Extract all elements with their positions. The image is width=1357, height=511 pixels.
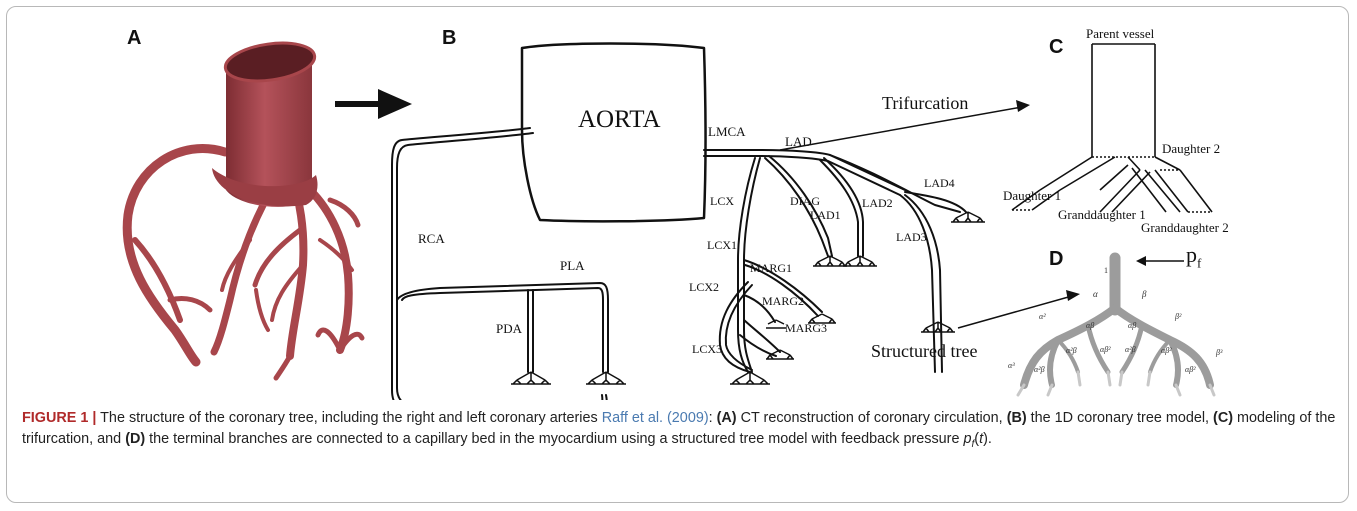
- caption-figure-label: FIGURE 1 |: [22, 410, 97, 426]
- caption-t-open: (: [974, 431, 980, 447]
- lcx1-label: LCX1: [707, 238, 737, 252]
- alpha-beta2-inner-right-label: αβ²: [1161, 346, 1172, 355]
- granddaughter-1-label: Granddaughter 1: [1058, 207, 1146, 222]
- marg1-label: MARG1: [750, 261, 793, 275]
- caption-t: t: [979, 431, 984, 447]
- caption-d: (D): [125, 431, 146, 447]
- pda-label: PDA: [496, 321, 523, 336]
- figure-caption: FIGURE 1 | The structure of the coronary…: [22, 408, 1337, 455]
- ct-reconstruction-image: [122, 41, 365, 381]
- pf-symbol: p: [1186, 242, 1197, 267]
- alpha-beta2-inner-left-label: αβ²: [1100, 345, 1111, 354]
- alpha-beta-left-label: αβ: [1086, 321, 1095, 330]
- trifurcation-diagram: [1011, 43, 1213, 213]
- caption-p: p: [963, 431, 972, 447]
- alpha2-beta-inner-label: α²β: [1066, 346, 1077, 355]
- pf-arrow: [1136, 256, 1184, 266]
- panel-label-c: C: [1049, 36, 1064, 58]
- beta2-label: β²: [1175, 312, 1182, 321]
- panel-label-a: A: [127, 27, 142, 49]
- lcx-label: LCX: [710, 194, 734, 208]
- alpha2-beta-label: α²β: [1034, 365, 1045, 374]
- transition-arrow: [335, 89, 412, 119]
- lcx3-label: LCX3: [692, 342, 722, 356]
- figure-frame: [6, 6, 1349, 503]
- alpha-beta-right-label: αβ: [1128, 321, 1137, 330]
- caption-text-1: The structure of the coronary tree, incl…: [96, 410, 602, 426]
- panel-label-b: B: [442, 27, 457, 49]
- root-label: 1: [1104, 266, 1108, 275]
- rca-label: RCA: [418, 231, 445, 246]
- lad4-label: LAD4: [924, 176, 955, 190]
- caption-c-text: modeling of the trifurcation, and: [22, 410, 1336, 447]
- caption-reference-link[interactable]: Raff et al. (2009): [601, 410, 709, 426]
- pf-subscript: f: [1197, 255, 1202, 271]
- terminal-trees: [511, 211, 985, 385]
- lad2-label: LAD2: [862, 196, 893, 210]
- lad3-label: LAD3: [896, 230, 927, 244]
- panel-label-d: D: [1049, 248, 1064, 270]
- parent-vessel-label: Parent vessel: [1086, 26, 1155, 41]
- pla-label: PLA: [560, 258, 585, 273]
- trifurcation-label: Trifurcation: [882, 93, 969, 113]
- lad-label: LAD: [785, 134, 812, 149]
- annotation-arrows: [779, 100, 1080, 329]
- caption-b-text: the 1D coronary tree model,: [1026, 410, 1214, 426]
- diag-label: DIAG: [790, 194, 820, 208]
- caption-a-text: CT reconstruction of coronary circulatio…: [736, 410, 1007, 426]
- marg2-label: MARG2: [762, 294, 805, 308]
- beta-label: β: [1142, 289, 1147, 299]
- lcx2-label: LCX2: [689, 280, 719, 294]
- caption-t-close: ).: [983, 431, 992, 447]
- coronary-tree-model: [391, 42, 967, 400]
- lad1-label: LAD1: [810, 208, 841, 222]
- alpha3-label: α³: [1008, 361, 1015, 370]
- figure-graphics: [122, 41, 1216, 400]
- caption-p-sub: f: [971, 438, 975, 450]
- granddaughter-2-label: Granddaughter 2: [1141, 220, 1229, 235]
- structured-tree-diagram: [1016, 252, 1216, 397]
- daughter-2-label: Daughter 2: [1162, 141, 1221, 156]
- aorta-label: AORTA: [578, 106, 661, 133]
- alpha2-beta-inner-right-label: α²β: [1125, 345, 1136, 354]
- caption-c: (C): [1213, 410, 1234, 426]
- caption-d-text: the terminal branches are connected to a…: [145, 431, 964, 447]
- caption-a: (A): [716, 410, 737, 426]
- alpha-label: α: [1093, 289, 1098, 299]
- lmca-label: LMCA: [708, 124, 746, 139]
- structured-tree-label: Structured tree: [871, 341, 978, 361]
- caption-b: (B): [1006, 410, 1027, 426]
- caption-text-2: :: [708, 410, 717, 426]
- daughter-1-label: Daughter 1: [1003, 188, 1062, 203]
- marg3-label: MARG3: [785, 321, 828, 335]
- beta3-label: β³: [1216, 348, 1223, 357]
- alpha-beta2-outer-label: αβ²: [1185, 365, 1196, 374]
- feedback-pressure-label: pf: [1186, 242, 1201, 271]
- alpha2-label: α²: [1039, 312, 1046, 321]
